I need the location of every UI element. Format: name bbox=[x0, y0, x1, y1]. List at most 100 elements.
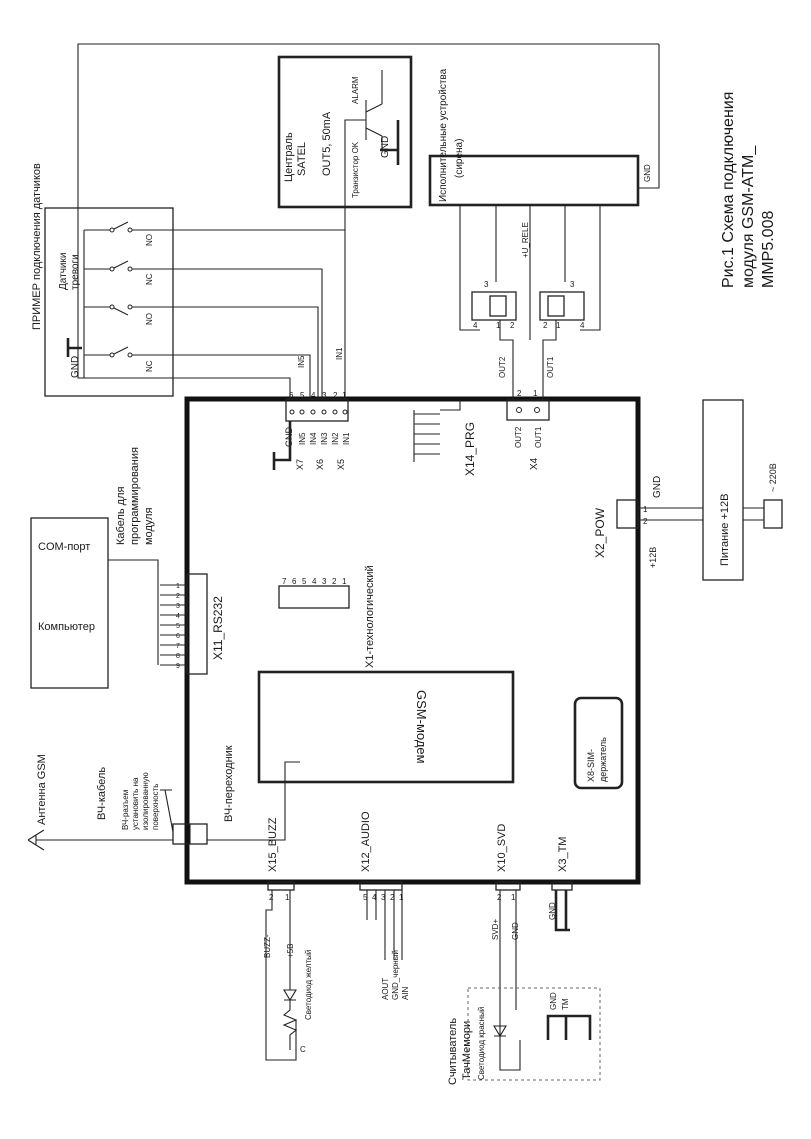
out2-label: OUT2 bbox=[498, 356, 507, 378]
svg-text:5: 5 bbox=[300, 391, 305, 400]
svg-text:4: 4 bbox=[473, 321, 478, 330]
central-alarm: ALARM bbox=[351, 76, 360, 104]
x1-connector: 7 6 5 4 3 2 1 X1-технологический bbox=[278, 565, 376, 668]
svg-text:X4: X4 bbox=[529, 457, 540, 470]
gsm-modem-box bbox=[257, 670, 515, 784]
actuator-line-2: (сирена) bbox=[454, 139, 465, 178]
svg-text:IN1: IN1 bbox=[335, 347, 344, 360]
svg-text:X5: X5 bbox=[336, 459, 346, 470]
relay-out2: 3 4 1 2 bbox=[471, 280, 517, 330]
svg-text:AIN: AIN bbox=[401, 986, 410, 1000]
cable-label-3: модуля bbox=[143, 507, 155, 545]
sensor-panel bbox=[44, 207, 174, 397]
gnd-return-wire bbox=[77, 43, 659, 399]
svg-text:установить на: установить на bbox=[131, 777, 140, 830]
antenna: Антенна GSM ВЧ-кабель ВЧ-разъем установи… bbox=[27, 745, 300, 851]
svg-text:X10_SVD: X10_SVD bbox=[496, 824, 508, 872]
x4-num-1: 1 bbox=[533, 389, 538, 398]
svg-text:7: 7 bbox=[176, 643, 180, 650]
svg-text:4: 4 bbox=[312, 577, 317, 586]
svg-text:Светодиод красный: Светодиод красный bbox=[477, 1007, 486, 1080]
svg-text:C: C bbox=[300, 1045, 306, 1054]
sensor-gnd-label: GND bbox=[70, 356, 81, 378]
svg-text:4: 4 bbox=[311, 391, 316, 400]
adapter-label: ВЧ-переходник bbox=[223, 745, 235, 822]
computer-box bbox=[30, 517, 109, 689]
title-line-2: модуля GSM-ATM_ bbox=[740, 145, 757, 288]
rf-cable-label: ВЧ-кабель bbox=[96, 767, 108, 820]
title-line-3: MMP5.008 bbox=[760, 211, 777, 288]
svg-text:X7: X7 bbox=[295, 459, 305, 470]
svg-text:6: 6 bbox=[176, 633, 180, 640]
svg-text:1: 1 bbox=[285, 893, 290, 902]
svg-text:IN4: IN4 bbox=[309, 432, 318, 445]
actuator-gnd-wire bbox=[638, 44, 660, 189]
central-line-3: OUT5, 50mA bbox=[321, 111, 333, 176]
actuator-line-1: Исполнительные устройства bbox=[438, 68, 449, 202]
svg-text:1: 1 bbox=[176, 583, 180, 590]
svg-text:6: 6 bbox=[289, 391, 294, 400]
central-transistor: Транзистор OK bbox=[351, 141, 360, 198]
input-ground-icon bbox=[272, 421, 292, 470]
svg-text:X14_PRG: X14_PRG bbox=[463, 422, 477, 476]
svg-text:изолированную: изолированную bbox=[141, 772, 150, 830]
svg-text:OUT1: OUT1 bbox=[534, 426, 543, 448]
svg-text:X11_RS232: X11_RS232 bbox=[211, 596, 225, 660]
svg-text:IN3: IN3 bbox=[320, 432, 329, 445]
svg-text:1: 1 bbox=[496, 321, 501, 330]
svg-text:IN5: IN5 bbox=[297, 355, 306, 368]
svg-text:2: 2 bbox=[543, 321, 548, 330]
x8-sim-holder: X8-SIM- держатель bbox=[573, 696, 624, 790]
com-port-label: COM-порт bbox=[38, 541, 90, 553]
svg-text:3: 3 bbox=[570, 280, 575, 289]
svg-text:поверхность: поверхность bbox=[151, 784, 160, 830]
u-rele-label: +U_RELE bbox=[521, 222, 530, 258]
title-line-1: Рис.1 Схема подключения bbox=[720, 92, 737, 288]
svg-text:Считыватель: Считыватель bbox=[447, 1018, 459, 1085]
svg-text:BUZZ-: BUZZ- bbox=[263, 934, 272, 958]
svg-text:X2_POW: X2_POW bbox=[593, 507, 607, 558]
svg-text:9: 9 bbox=[176, 663, 180, 670]
power-supply-label: Питание +12В bbox=[719, 494, 731, 566]
svg-text:GND: GND bbox=[548, 902, 557, 920]
x3-tm-connector: X3_TM GND bbox=[548, 837, 573, 932]
central-line-2: SATEL bbox=[296, 142, 308, 176]
svg-text:2: 2 bbox=[643, 517, 648, 526]
cable-label-2: программирования bbox=[129, 447, 141, 545]
svg-text:2: 2 bbox=[390, 893, 395, 902]
svg-text:1: 1 bbox=[643, 505, 648, 514]
computer: COM-порт Компьютер Кабель для программир… bbox=[30, 447, 155, 689]
central-line-1: Централь bbox=[283, 132, 295, 182]
svg-text:8: 8 bbox=[176, 653, 180, 660]
sensor-contact-1: NO bbox=[84, 221, 154, 246]
svg-text:X8-SIM-: X8-SIM- bbox=[586, 749, 596, 782]
svg-text:3: 3 bbox=[176, 603, 180, 610]
central-gnd: GND bbox=[380, 136, 391, 158]
resistor-icon bbox=[282, 1000, 298, 1050]
central-satel: Централь SATEL OUT5, 50mA Транзистор OK … bbox=[277, 55, 413, 230]
svg-text:X12_AUDIO: X12_AUDIO bbox=[360, 811, 372, 872]
actuator-box bbox=[428, 154, 640, 207]
svg-text:GND: GND bbox=[549, 992, 558, 1010]
sensor-caption: ПРИМЕР подключения датчиков bbox=[31, 163, 43, 330]
out1-label: OUT1 bbox=[546, 356, 555, 378]
svg-text:1: 1 bbox=[342, 577, 347, 586]
svg-text:GND: GND bbox=[511, 922, 520, 940]
svg-text:GND_черный: GND_черный bbox=[391, 950, 400, 1000]
svg-text:X1-технологический: X1-технологический bbox=[364, 565, 376, 668]
svg-text:2: 2 bbox=[333, 391, 338, 400]
svg-text:IN5: IN5 bbox=[298, 432, 307, 445]
x4-num-2: 2 bbox=[517, 389, 522, 398]
touch-memory-icon bbox=[546, 1014, 592, 1040]
svg-text:X15_BUZZ: X15_BUZZ bbox=[267, 817, 279, 872]
svg-text:IN1: IN1 bbox=[342, 432, 351, 445]
svg-text:+5В: +5В bbox=[286, 944, 295, 958]
svg-text:6: 6 bbox=[292, 577, 297, 586]
power-supply: Питание +12В ~ 220В bbox=[702, 399, 783, 581]
red-led-icon bbox=[493, 1025, 507, 1038]
sensor-contact-3: NO bbox=[84, 304, 154, 325]
svg-text:X6: X6 bbox=[315, 459, 325, 470]
mains-label: ~ 220В bbox=[768, 463, 778, 492]
svg-text:3: 3 bbox=[381, 893, 386, 902]
